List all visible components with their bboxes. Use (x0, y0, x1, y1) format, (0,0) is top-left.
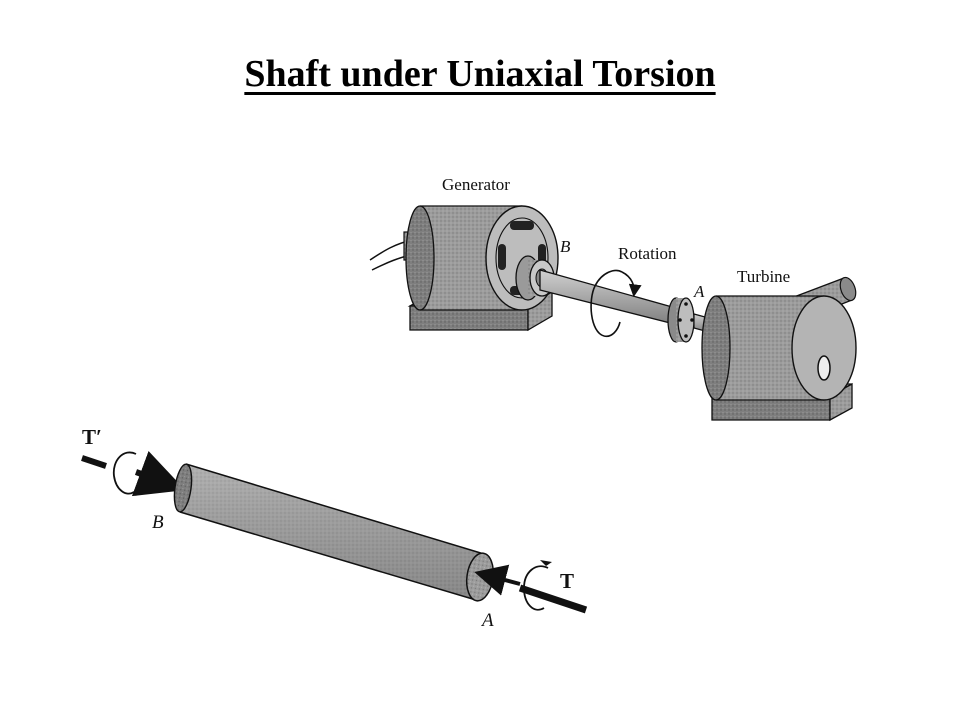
end-b-label: B (152, 512, 164, 533)
torque-left-label: T′ (82, 425, 102, 449)
point-b-label: B (560, 237, 571, 256)
page-title: Shaft under Uniaxial Torsion (244, 53, 716, 95)
shaft-free-body: T′ T B A (81, 425, 588, 631)
generator-label: Generator (442, 175, 510, 194)
turbine-label: Turbine (737, 267, 790, 286)
turbine-body (701, 295, 857, 401)
shaft-cylinder (173, 463, 495, 602)
torque-right-arrow (474, 560, 588, 614)
rotation-arrow (590, 269, 642, 338)
left-axis-line (81, 455, 107, 469)
point-a-label: A (693, 282, 705, 301)
torque-right-label: T (560, 569, 574, 593)
generator-turbine-assembly: Generator Turbine Rotation B A (369, 175, 857, 422)
torque-left-arrow (112, 451, 186, 497)
end-a-label: A (480, 610, 494, 631)
rotation-label: Rotation (618, 244, 677, 263)
